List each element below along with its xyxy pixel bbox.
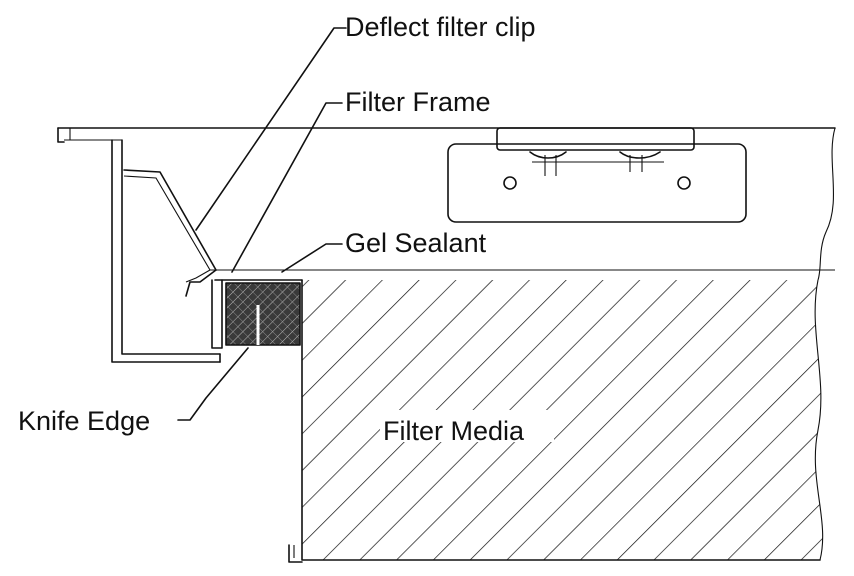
deflect-filter-clip: [123, 169, 217, 297]
label-filter-media: Filter Media: [383, 416, 525, 446]
label-gel-sealant: Gel Sealant: [345, 228, 487, 258]
gel-sealant-leader: [281, 243, 343, 273]
latch-bracket: [447, 127, 747, 223]
label-deflect-filter-clip: Deflect filter clip: [345, 12, 536, 42]
housing-frame: [57, 127, 836, 363]
knife-edge-leader: [177, 347, 249, 421]
filter-frame-leader: [231, 102, 343, 273]
knife-edge-blade: [211, 279, 223, 349]
filter-media-label-backdrop: [380, 410, 554, 442]
leader-lines: [177, 27, 347, 421]
label-knife-edge: Knife Edge: [18, 406, 150, 436]
label-filter-frame: Filter Frame: [345, 87, 491, 117]
filter-media-block: [288, 279, 824, 563]
gel-sealant-block: [225, 282, 301, 346]
deflect-clip-leader: [195, 27, 347, 231]
